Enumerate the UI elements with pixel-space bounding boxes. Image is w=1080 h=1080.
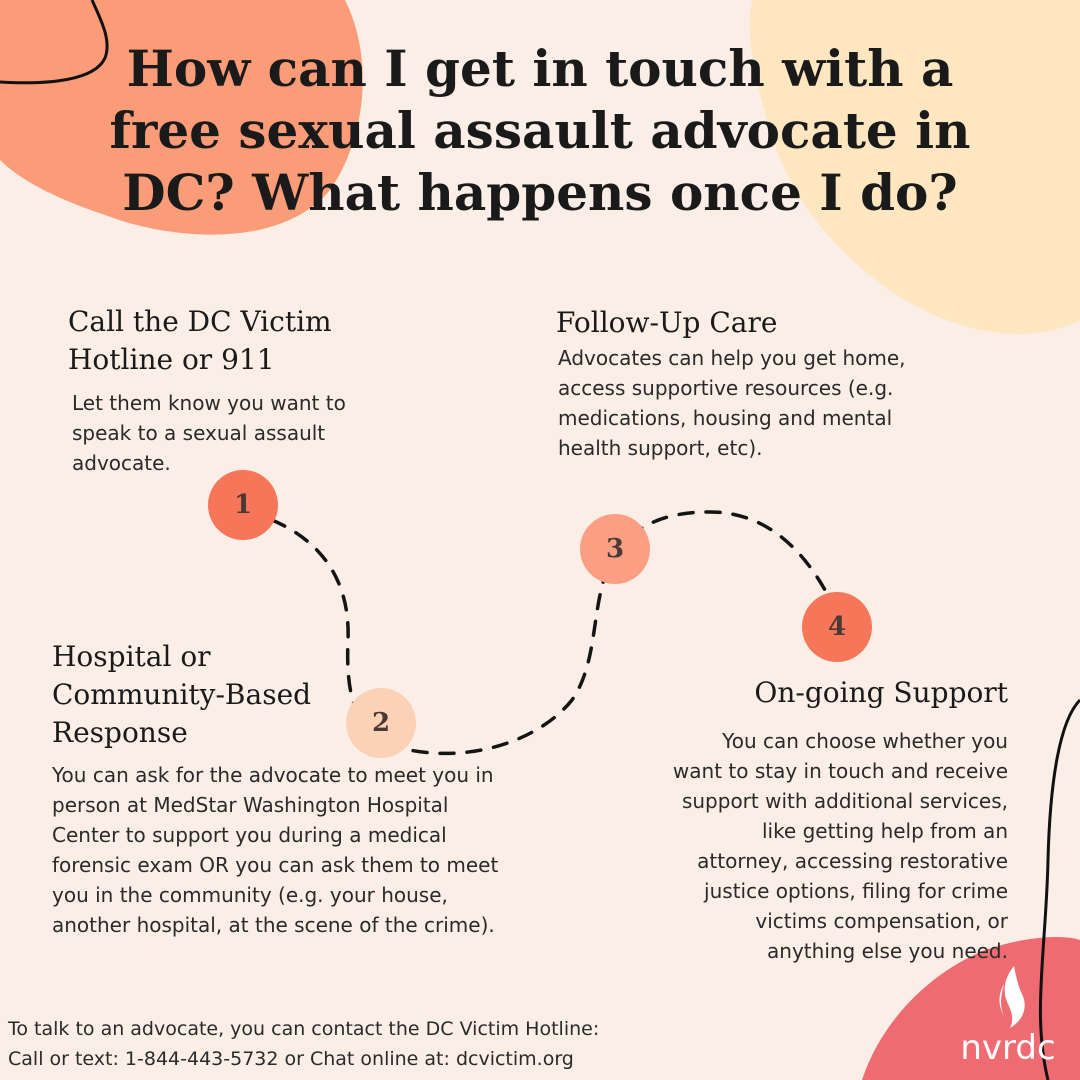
yellow-blob bbox=[749, 0, 1080, 334]
step-3-badge: 3 bbox=[580, 514, 650, 584]
page-title: How can I get in touch with a free sexua… bbox=[109, 39, 971, 222]
step-3-heading: Follow-Up Care bbox=[556, 306, 778, 339]
footer-contact: To talk to an advocate, you can contact … bbox=[8, 1014, 599, 1074]
step-1-body: Let them know you want to speak to a sex… bbox=[72, 391, 346, 475]
footer-line-2: Call or text: 1-844-443-5732 or Chat onl… bbox=[8, 1048, 574, 1070]
step-4-badge: 4 bbox=[802, 592, 872, 662]
footer-line-1: To talk to an advocate, you can contact … bbox=[8, 1018, 600, 1040]
black-line-right bbox=[1038, 698, 1080, 1080]
step-3-body: Advocates can help you get home, access … bbox=[558, 346, 906, 460]
flame-leaf-icon bbox=[999, 966, 1025, 1028]
step-2-badge: 2 bbox=[346, 688, 416, 758]
step-4-body: You can choose whether you want to stay … bbox=[672, 729, 1008, 963]
step-2-body: You can ask for the advocate to meet you… bbox=[52, 763, 499, 937]
logo-text: nvrdc bbox=[960, 1028, 1056, 1068]
step-1-badge: 1 bbox=[208, 470, 278, 540]
black-line-topleft bbox=[0, 0, 109, 85]
pink-blob bbox=[862, 937, 1080, 1080]
step-4-heading: On-going Support bbox=[754, 676, 1008, 709]
step-1-heading: Call the DC Victim Hotline or 911 bbox=[68, 305, 332, 376]
nvrdc-logo: nvrdc bbox=[958, 960, 1058, 1080]
orange-blob bbox=[0, 0, 363, 235]
dashed-path bbox=[270, 510, 827, 756]
step-2-heading: Hospital or Community-Based Response bbox=[52, 640, 312, 749]
